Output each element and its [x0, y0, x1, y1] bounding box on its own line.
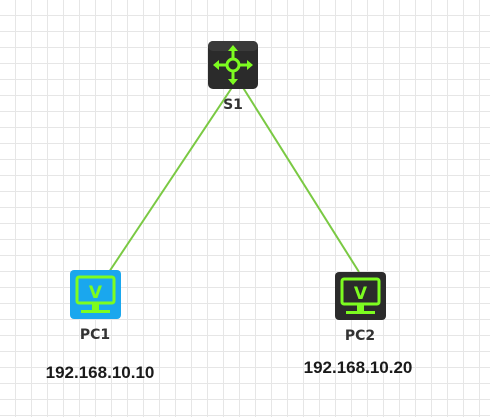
switch-icon	[208, 41, 258, 89]
pc2-ip-address: 192.168.10.20	[303, 358, 413, 377]
s1-label: S1	[223, 97, 243, 113]
svg-text:V: V	[89, 283, 103, 303]
pc2-device[interactable]: V	[335, 272, 386, 320]
pc-monitor-icon: V	[70, 270, 121, 319]
link-s1-pc2[interactable]	[241, 85, 360, 273]
svg-text:V: V	[354, 284, 368, 304]
pc1-device[interactable]: V	[70, 270, 121, 319]
pc-monitor-icon: V	[335, 272, 386, 320]
pc2-label: PC2	[344, 328, 376, 344]
switch-s1[interactable]	[208, 41, 258, 89]
pc1-ip-address: 192.168.10.10	[45, 363, 155, 382]
pc1-label: PC1	[79, 327, 111, 343]
link-s1-pc1[interactable]	[108, 85, 234, 273]
